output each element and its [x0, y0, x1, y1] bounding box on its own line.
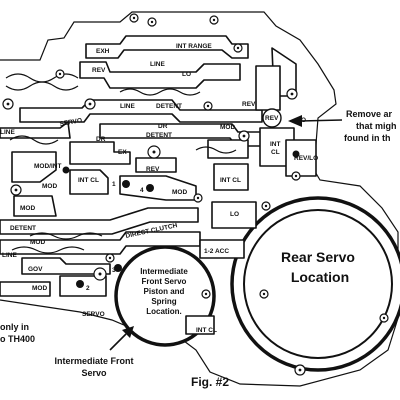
- intermediate-front-servo-label: Intermediate Front Servo: [54, 356, 133, 378]
- remove-note-line3: found in th: [344, 133, 390, 143]
- int-note-line5: Location.: [146, 307, 182, 316]
- bolt-hole: [129, 13, 139, 23]
- bolt-hole: [10, 184, 22, 196]
- label-line-top: LINE: [150, 61, 165, 68]
- bolt-hole: [291, 171, 301, 181]
- label-rev-top: REV: [92, 67, 106, 74]
- int-note-line1: Intermediate: [140, 267, 188, 276]
- label-servo-bottom: SERVO: [82, 311, 105, 318]
- rev-port-circle: [262, 108, 282, 128]
- bolt-hole: [147, 17, 157, 27]
- check-ball-5: [62, 166, 70, 174]
- check-ball-2: [76, 280, 84, 288]
- int-front-servo-line1: Intermediate Front: [54, 356, 133, 366]
- valve-bores: [5, 73, 237, 254]
- label-detent-upper: DETENT: [146, 132, 172, 139]
- bolt-hole: [2, 98, 14, 110]
- label-mod-left3: MOD: [30, 239, 45, 246]
- int-note-line2: Front Servo: [142, 277, 187, 286]
- bolt-hole: [193, 193, 203, 203]
- label-ball-1: 1: [112, 181, 116, 188]
- int-note-line4: Spring: [151, 297, 176, 306]
- int-servo-arrow-head: [122, 326, 134, 338]
- label-lo-lower: LO: [230, 211, 239, 218]
- bolt-hole: [105, 253, 115, 263]
- label-mod-left2: MOD: [20, 205, 35, 212]
- label-mod-upper: MOD: [220, 124, 235, 131]
- bolt-hole: [233, 43, 243, 53]
- label-1-2-acc: 1-2 ACC: [204, 248, 229, 255]
- only-in-line2: o TH400: [0, 334, 35, 344]
- label-ball-2: 2: [86, 285, 90, 292]
- label-dr-left: DR: [96, 136, 106, 143]
- label-rev-mid: REV: [242, 101, 256, 108]
- bolt-hole: [238, 130, 250, 142]
- rear-servo-title-line2: Location: [291, 269, 349, 285]
- bolt-holes: [2, 13, 389, 376]
- bolt-hole: [55, 69, 65, 79]
- label-int-cl-right-2: CL: [271, 149, 280, 156]
- bolt-hole: [294, 364, 306, 376]
- rear-servo-bore-inner: [243, 209, 393, 359]
- bolt-hole: [84, 98, 96, 110]
- label-lo-top: LO: [182, 71, 191, 78]
- label-mod-int: MOD/INT: [34, 163, 61, 170]
- remove-arrow: [299, 119, 343, 122]
- label-int-cl-mid: INT CL: [78, 177, 99, 184]
- bolt-hole: [261, 201, 271, 211]
- label-rev-center: REV: [146, 166, 160, 173]
- label-gov: GOV: [28, 266, 43, 273]
- check-ball-6: [292, 150, 300, 158]
- label-int-cl-bottom: INT CL: [196, 327, 217, 334]
- label-line-mid: LINE: [120, 103, 135, 110]
- only-in-line1: only in: [0, 322, 29, 332]
- label-int-cl-lower: INT CL: [220, 177, 241, 184]
- label-exh: EXH: [96, 48, 110, 55]
- bolt-hole: [379, 313, 389, 323]
- check-ball-3: [114, 264, 122, 272]
- only-in-note: only in o TH400: [0, 322, 35, 344]
- rear-servo-title-line1: Rear Servo: [281, 249, 355, 265]
- int-servo-arrow: [109, 333, 127, 351]
- label-int-range: INT RANGE: [176, 43, 212, 50]
- label-detent-mid: DETENT: [156, 103, 182, 110]
- label-servo-left: SERVO: [59, 117, 83, 128]
- remove-arrow-head: [288, 115, 302, 127]
- label-dr-upper: DR: [158, 123, 168, 130]
- label-mod-center: MOD: [172, 189, 187, 196]
- bolt-hole: [286, 88, 298, 100]
- label-line-left: LINE: [0, 129, 15, 136]
- int-note-line3: Piston and: [144, 287, 185, 296]
- bolt-hole: [147, 145, 161, 159]
- fluid-channels: [0, 35, 317, 335]
- label-int-cl-right-1: INT: [270, 141, 281, 148]
- label-rev-circle: REV: [265, 115, 279, 122]
- label-mod-left1: MOD: [42, 183, 57, 190]
- bolt-hole: [201, 289, 211, 299]
- bolt-hole: [203, 101, 213, 111]
- label-ball-3: 3: [112, 267, 116, 274]
- bolt-hole: [259, 289, 269, 299]
- remove-note-line1: Remove ar: [346, 109, 393, 119]
- label-ex: EX: [118, 149, 127, 156]
- label-rev-lo: REV/LO: [294, 155, 318, 162]
- figure-caption: Fig. #2: [191, 375, 229, 389]
- intermediate-servo-note: Intermediate Front Servo Piston and Spri…: [140, 267, 188, 316]
- check-ball-4: [146, 184, 154, 192]
- label-detent-lower: DETENT: [10, 225, 36, 232]
- bolt-hole: [93, 267, 107, 281]
- label-mod-bottom: MOD: [32, 285, 47, 292]
- bolt-hole: [209, 15, 219, 25]
- label-ball-4: 4: [140, 187, 144, 194]
- passage-labels: EXH INT RANGE REV LINE LO SERVO LINE DET…: [0, 43, 318, 334]
- remove-note: Remove ar that migh found in th: [344, 109, 397, 143]
- label-line-lower: LINE: [2, 252, 17, 259]
- int-front-servo-line2: Servo: [81, 368, 107, 378]
- check-ball-1: [122, 180, 130, 188]
- remove-note-line2: that migh: [356, 121, 397, 131]
